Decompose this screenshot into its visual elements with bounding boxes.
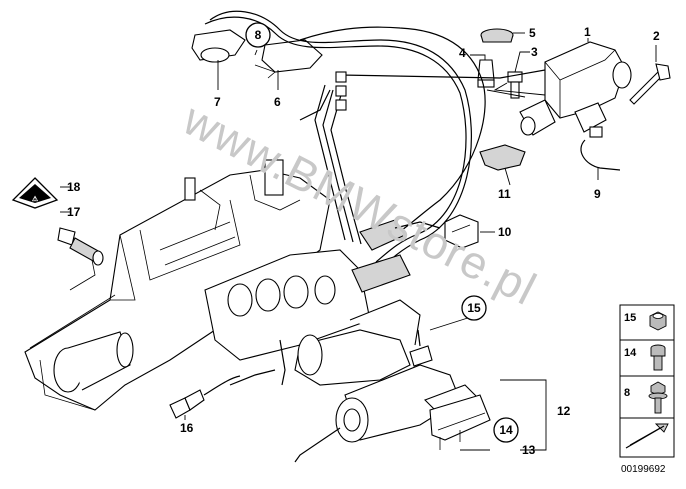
warning-triangle-glyph: ⚠ xyxy=(32,195,39,203)
pump-unit xyxy=(519,41,632,136)
callout-16: 16 xyxy=(180,421,194,435)
callout-17: 17 xyxy=(67,205,81,219)
callout-12: 12 xyxy=(557,404,571,418)
callout-6: 6 xyxy=(274,95,281,109)
callout-5: 5 xyxy=(529,26,536,40)
hydraulic-unit xyxy=(204,159,421,386)
legend-label-8: 8 xyxy=(624,387,630,399)
legend-panel: 15 14 8 xyxy=(619,304,675,458)
socket-bolt-icon xyxy=(650,344,666,371)
warning-triangle-icon: ⚠ xyxy=(11,177,59,209)
legend-label-14: 14 xyxy=(624,347,637,359)
wiring-harness xyxy=(204,10,546,293)
sleeve-part-4 xyxy=(477,59,495,88)
callout-14: 14 xyxy=(499,423,513,437)
callout-10: 10 xyxy=(498,225,512,239)
arrow-icon xyxy=(625,423,669,449)
plug-part-5 xyxy=(480,28,514,43)
bolt-part-2 xyxy=(629,63,671,105)
callout-15: 15 xyxy=(467,301,481,315)
slave-cylinder xyxy=(294,329,481,463)
callout-8: 8 xyxy=(255,28,262,42)
callout-13: 13 xyxy=(522,443,536,457)
callout-3: 3 xyxy=(531,45,538,59)
callout-circle-14 xyxy=(493,417,519,443)
cable-tie-part-9 xyxy=(580,126,621,171)
callout-circle-8 xyxy=(245,22,271,48)
callout-2: 2 xyxy=(653,29,660,43)
leader-lines xyxy=(60,32,657,451)
callout-11: 11 xyxy=(498,187,511,201)
legend-label-15: 15 xyxy=(624,312,636,324)
callout-18: 18 xyxy=(67,180,81,194)
callout-7: 7 xyxy=(214,95,221,109)
figure-number: 00199692 xyxy=(621,464,666,475)
bracket-part-13 xyxy=(429,394,491,450)
sensor-part-17 xyxy=(57,227,104,266)
callout-circle-15 xyxy=(461,295,487,321)
sensor-part-7 xyxy=(191,29,246,63)
callout-9: 9 xyxy=(594,187,601,201)
sensor-part-6 xyxy=(254,39,323,79)
hex-nut-icon xyxy=(649,311,667,331)
holder-part-10 xyxy=(444,214,479,249)
flange-bolt-icon xyxy=(648,381,668,414)
callout-4: 4 xyxy=(459,46,466,60)
sensor-part-16 xyxy=(169,375,241,419)
housing-motor xyxy=(53,331,134,393)
callout-1: 1 xyxy=(584,25,591,39)
clip-part-11 xyxy=(479,144,526,171)
